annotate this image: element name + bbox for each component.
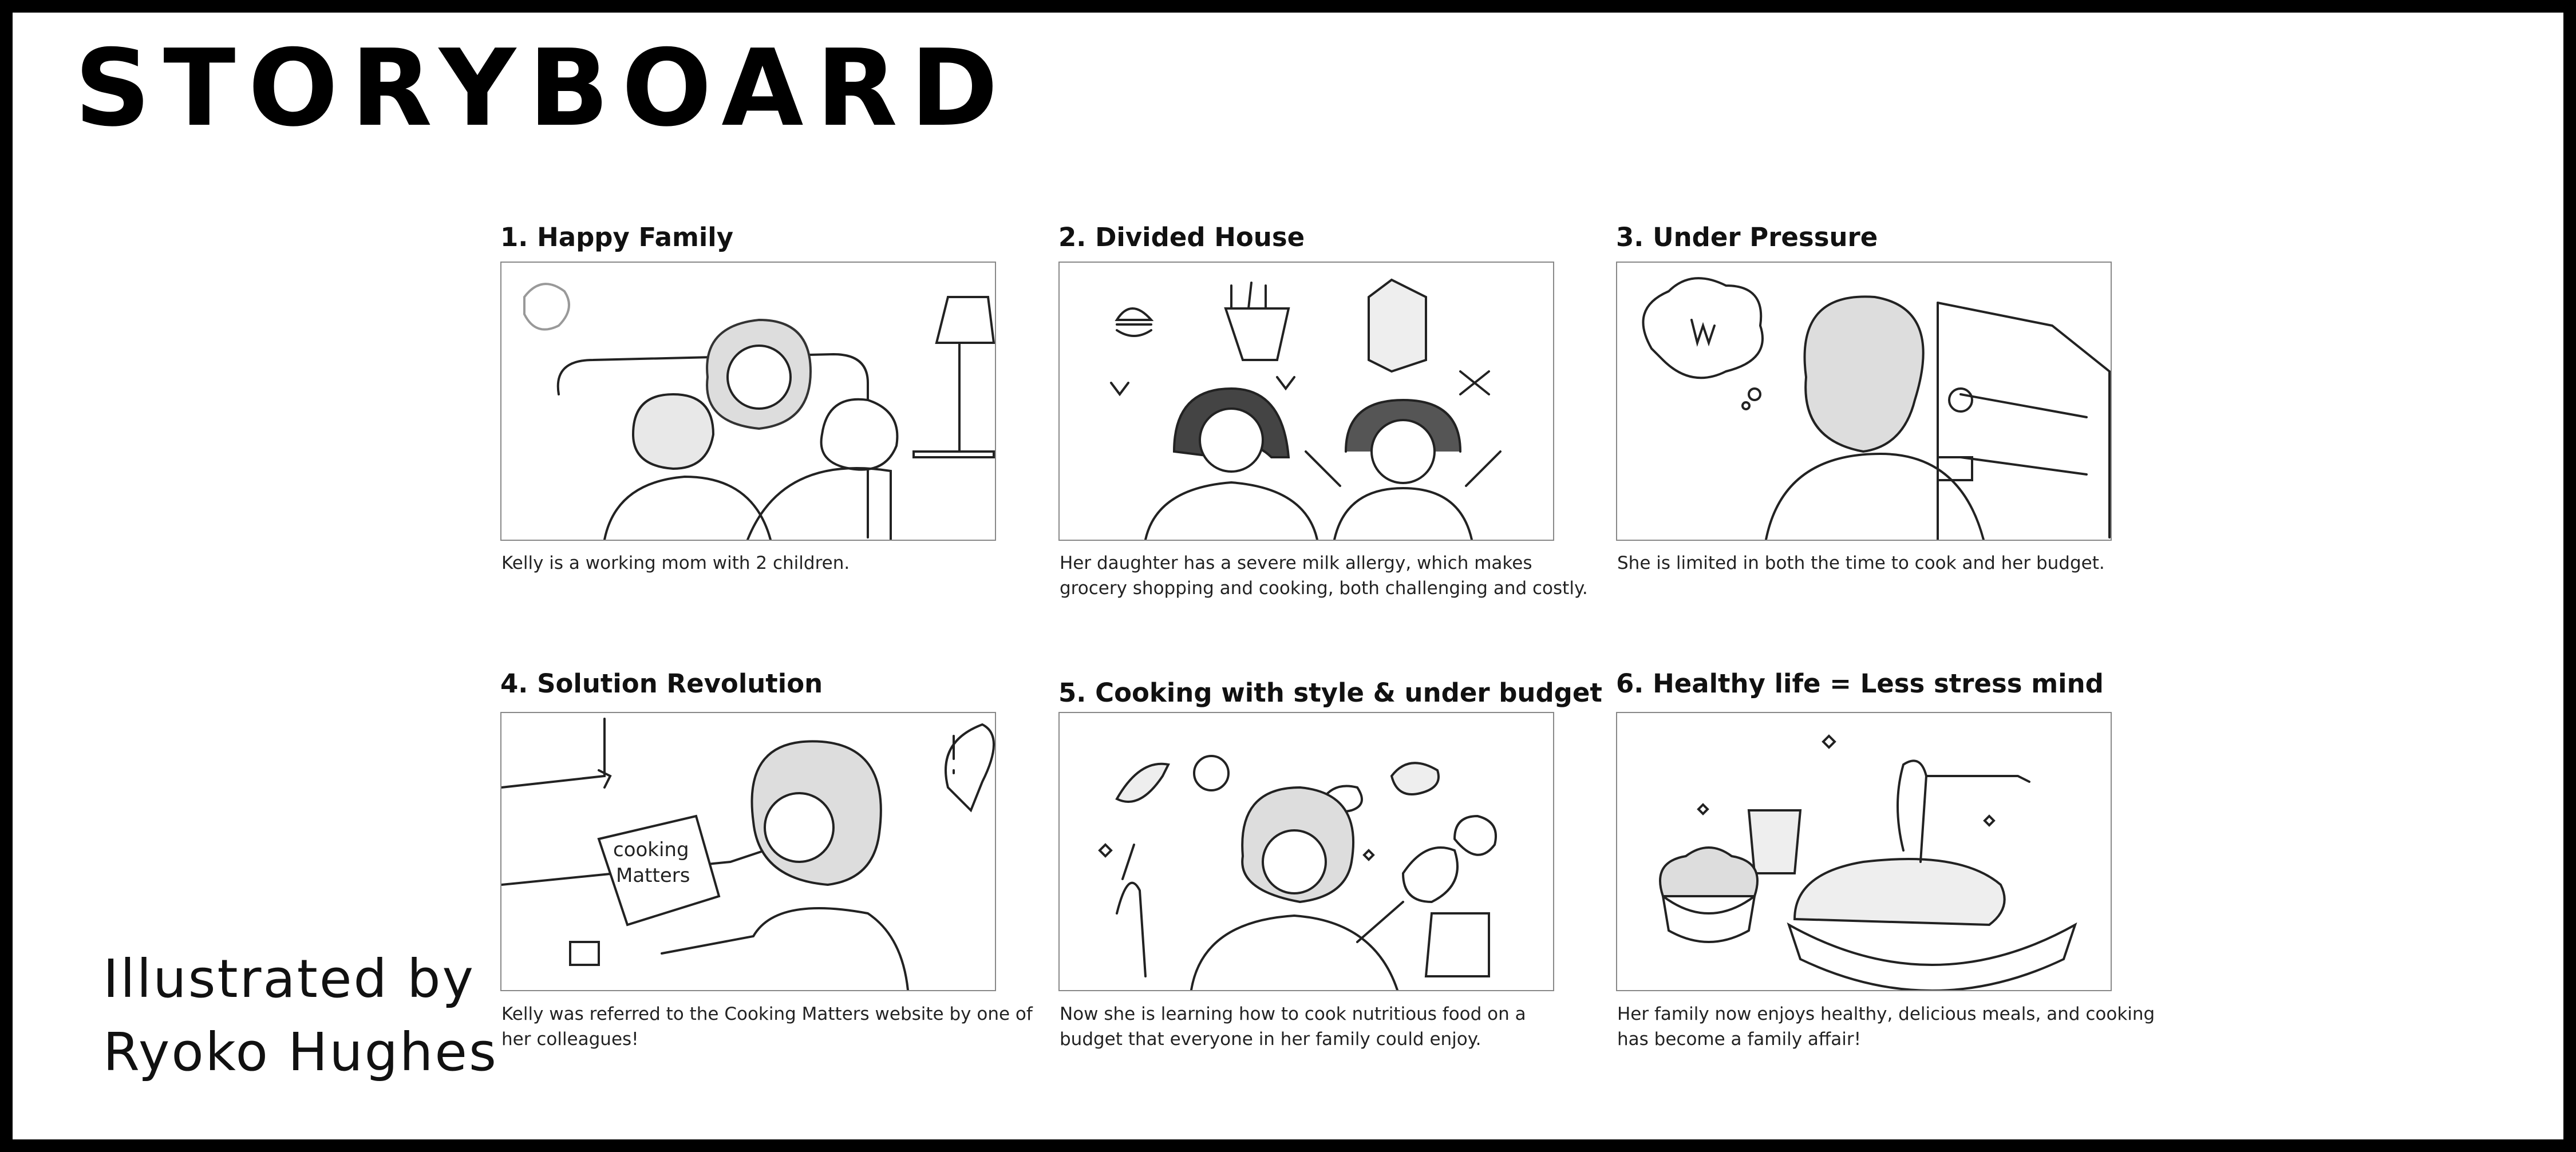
panel-caption: Her family now enjoys healthy, delicious… xyxy=(1617,1004,2155,1050)
panel-caption: Her daughter has a severe milk allergy, … xyxy=(1060,553,1588,599)
panel-caption: Kelly is a working mom with 2 children. xyxy=(501,553,850,573)
credit-line-1: Illustrated by xyxy=(103,948,475,1010)
sign-text-2: Matters xyxy=(616,864,690,887)
panel-sketch xyxy=(1058,712,1554,991)
panel-caption: She is limited in both the time to cook … xyxy=(1617,553,2105,573)
sketch-happy-family xyxy=(523,283,995,540)
panel-title: 2. Divided House xyxy=(1058,222,1305,252)
panel-sketch xyxy=(1616,712,2112,991)
sign-text-1: cooking xyxy=(613,838,689,861)
panel-title: 4. Solution Revolution xyxy=(500,668,823,699)
sketch-solution-revolution: cooking Matters xyxy=(501,718,995,990)
page-title: STORYBOARD xyxy=(74,26,1011,150)
illustrator-credit: Illustrated by Ryoko Hughes xyxy=(103,943,498,1089)
panel-sketch xyxy=(1616,262,2112,541)
sketch-divided-house xyxy=(1110,278,1502,540)
sketch-healthy-life xyxy=(1659,734,2077,990)
panel-sketch: cooking Matters xyxy=(500,712,996,991)
panel-title: 6. Healthy life = Less stress mind xyxy=(1616,668,2104,699)
credit-line-2: Ryoko Hughes xyxy=(103,1022,498,1083)
sketch-cooking-with-style xyxy=(1098,755,1497,990)
panel-caption: Now she is learning how to cook nutritio… xyxy=(1060,1004,1526,1050)
panel-sketch xyxy=(500,262,996,541)
panel-title: 1. Happy Family xyxy=(500,222,734,252)
panel-sketch xyxy=(1058,262,1554,541)
sketch-under-pressure xyxy=(1642,277,2111,540)
panel-title: 3. Under Pressure xyxy=(1616,222,1878,252)
panel-caption: Kelly was referred to the Cooking Matter… xyxy=(501,1004,1033,1050)
panel-title: 5. Cooking with style & under budget xyxy=(1058,678,1602,708)
